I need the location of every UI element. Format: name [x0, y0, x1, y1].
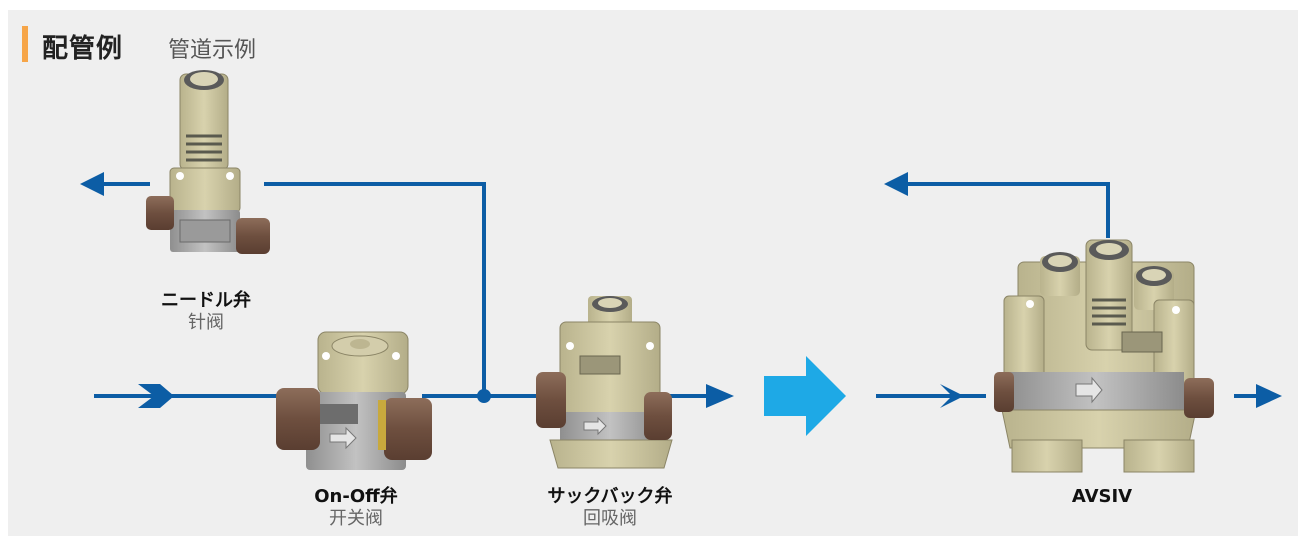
needle-valve-illustration: [146, 70, 270, 254]
onoff-valve-illustration: [276, 331, 432, 470]
suckback-valve-label-zh: 回吸阀: [583, 508, 637, 529]
right-piping-lines: [876, 182, 1258, 398]
left-piping-lines: [94, 182, 708, 398]
flow-arrow-suckback-out: [706, 384, 734, 408]
needle-valve-label-ja: ニードル弁: [161, 290, 251, 311]
needle-valve-label-zh: 针阀: [188, 312, 224, 333]
onoff-valve-label: On-Off弁 开关阀: [256, 486, 456, 530]
pipe-return-branch: [264, 182, 486, 398]
suckback-valve-label-ja: サックバック弁: [547, 486, 673, 507]
avsiv-label: AVSIV: [1002, 486, 1202, 508]
page-title: 配管例: [42, 34, 124, 64]
flow-arrow-avsiv-return: [884, 172, 908, 196]
flow-arrow-avsiv-out: [1256, 384, 1282, 408]
avsiv-illustration: [994, 239, 1214, 473]
flow-arrow-avsiv-in: [940, 384, 964, 408]
onoff-valve-label-zh: 开关阀: [329, 508, 383, 529]
title-accent-bar: [22, 26, 28, 62]
avsiv-label-text: AVSIV: [1071, 486, 1133, 507]
tee-junction-dot: [477, 389, 491, 403]
transform-arrow: [764, 356, 846, 436]
needle-valve-label: ニードル弁 针阀: [106, 290, 306, 334]
pipe-avsiv-return: [906, 182, 1110, 238]
onoff-valve-label-ja: On-Off弁: [314, 486, 398, 507]
suckback-valve-label: サックバック弁 回吸阀: [510, 486, 710, 530]
suckback-valve-illustration: [536, 296, 673, 469]
page-subtitle: 管道示例: [168, 38, 257, 63]
flow-arrow-needle-out: [80, 172, 104, 196]
flow-arrow-inlet: [138, 384, 174, 408]
